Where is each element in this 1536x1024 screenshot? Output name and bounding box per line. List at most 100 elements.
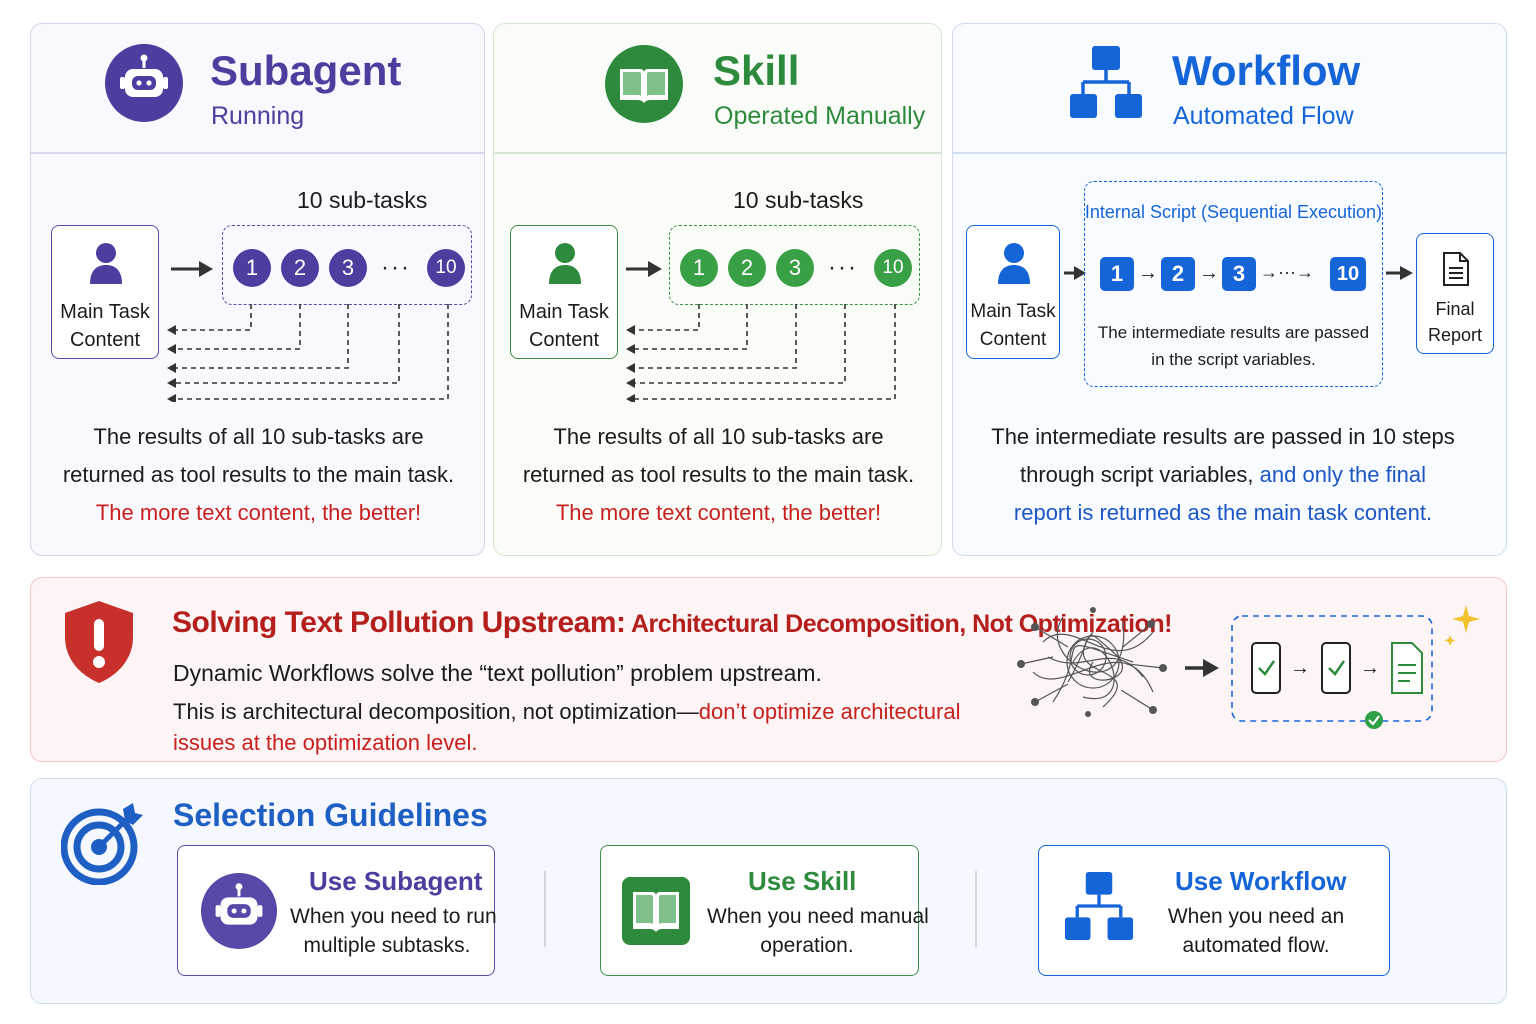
step-node: 10 — [1330, 257, 1366, 291]
book-icon — [605, 45, 683, 123]
user-icon — [998, 243, 1030, 284]
subtask-node: 10 — [874, 249, 912, 287]
skill-panel: Skill Operated Manually 10 sub-tasks Mai… — [493, 23, 942, 556]
workflow-panel: Workflow Automated Flow Main Task Conten… — [952, 23, 1507, 556]
text-pollution-banner: Solving Text Pollution Upstream: Archite… — [30, 577, 1507, 762]
step-node: 3 — [1222, 257, 1256, 291]
step-node: 2 — [1161, 257, 1195, 291]
main-task-label: Content — [69, 329, 141, 351]
banner-highlight: don’t optimize architectural — [698, 699, 961, 724]
selection-guidelines-panel: Selection Guidelines Use Subagent When y… — [30, 778, 1507, 1004]
final-report-label: Report — [1427, 325, 1483, 345]
subtask-node: 3 — [329, 249, 367, 287]
subtasks-label: 10 sub-tasks — [297, 187, 428, 213]
divider — [544, 871, 546, 947]
card-title: Use Subagent — [309, 866, 483, 896]
header-divider — [31, 152, 484, 154]
header-divider — [494, 152, 941, 154]
script-note-line: in the script variables. — [1151, 350, 1316, 369]
main-task-label: Main Task — [519, 301, 609, 323]
final-report-label: Final — [1435, 299, 1475, 319]
main-task-box: Main Task Content — [966, 225, 1060, 359]
arrow-icon: → — [1138, 262, 1158, 284]
svg-text:→: → — [1360, 657, 1380, 679]
guideline-card-skill: Use Skill When you need manual operation… — [600, 845, 929, 976]
return-arrows — [626, 304, 896, 402]
panel-title: Skill — [713, 47, 800, 94]
return-arrows — [167, 304, 449, 402]
shield-alert-icon — [65, 601, 133, 683]
clean-pipeline-icon: → → — [1231, 605, 1480, 729]
description-line: The results of all 10 sub-tasks are — [553, 424, 884, 449]
panel-subtitle: Running — [211, 102, 305, 130]
panel-description: The results of all 10 sub-tasks are retu… — [494, 418, 943, 532]
robot-icon — [105, 44, 183, 122]
arrow-right-icon — [626, 261, 662, 277]
book-icon — [622, 877, 690, 945]
banner-title: Solving Text Pollution Upstream: Archite… — [172, 606, 1172, 640]
guideline-card-subagent: Use Subagent When you need to run multip… — [177, 845, 497, 976]
card-description: When you need to run multiple subtasks. — [290, 902, 497, 960]
subtask-node: 2 — [728, 249, 766, 287]
card-description-line: multiple subtasks. — [303, 934, 471, 957]
arrow-right-icon — [1185, 659, 1219, 677]
description-line: returned as tool results to the main tas… — [62, 462, 455, 487]
script-label: Internal Script (Sequential Execution) — [1084, 202, 1383, 222]
card-description-line: When you need an — [1167, 905, 1345, 928]
highlight-text: The more text content, the better! — [555, 500, 882, 525]
header-divider — [953, 152, 1506, 154]
panel-subtitle: Operated Manually — [714, 102, 926, 130]
main-task-label: Content — [528, 329, 600, 351]
hierarchy-icon — [1064, 871, 1134, 941]
subtask-node: 2 — [281, 249, 319, 287]
card-description-line: operation. — [760, 934, 854, 957]
script-note-line: The intermediate results are passed — [1097, 323, 1370, 342]
document-icon — [1443, 252, 1469, 286]
main-task-box: Main Task Content — [510, 225, 618, 359]
main-task-label: Content — [979, 329, 1047, 350]
subtasks-group — [669, 225, 920, 305]
script-note: The intermediate results are passed in t… — [1084, 319, 1383, 373]
subagent-panel: Subagent Running 10 sub-tasks Main Task … — [30, 23, 485, 556]
banner-title-main: Solving Text Pollution Upstream: — [172, 606, 626, 639]
svg-text:→: → — [1290, 657, 1310, 679]
panel-title: Workflow — [1172, 47, 1361, 94]
banner-line: This is architectural decomposition, not… — [173, 699, 960, 725]
ellipsis: ··· — [828, 254, 858, 281]
panel-title: Subagent — [210, 47, 402, 94]
card-title: Use Workflow — [1175, 866, 1347, 896]
description-line: through script variables, — [1019, 462, 1260, 487]
card-description-line: When you need manual — [707, 905, 929, 928]
card-description: When you need an automated flow. — [1161, 902, 1351, 960]
internal-script-box — [1084, 181, 1383, 387]
banner-line: Dynamic Workflows solve the “text pollut… — [173, 660, 822, 686]
description-line: The intermediate results are passed in 1… — [991, 424, 1455, 449]
highlight-text: The more text content, the better! — [95, 500, 422, 525]
user-icon — [90, 243, 122, 284]
user-icon — [549, 243, 581, 284]
final-report-box: Final Report — [1416, 233, 1494, 354]
card-description: When you need manual operation. — [707, 902, 929, 960]
subtask-node: 1 — [680, 249, 718, 287]
highlight-text: and only the final — [1259, 462, 1426, 487]
subtask-node: 1 — [233, 249, 271, 287]
subtask-node: 3 — [776, 249, 814, 287]
step-node: 1 — [1100, 257, 1134, 291]
card-description-line: When you need to run — [290, 905, 497, 928]
panel-subtitle: Automated Flow — [1173, 102, 1354, 130]
description-line: returned as tool results to the main tas… — [522, 462, 915, 487]
subtasks-group — [222, 225, 472, 305]
ellipsis: ··· — [381, 254, 411, 281]
guidelines-title: Selection Guidelines — [173, 797, 488, 833]
ellipsis: →···→ — [1260, 262, 1314, 282]
subtask-node: 10 — [427, 249, 465, 287]
banner-highlight: issues at the optimization level. — [173, 730, 478, 755]
panel-description: The results of all 10 sub-tasks are retu… — [31, 418, 486, 532]
subtasks-label: 10 sub-tasks — [733, 187, 864, 213]
main-task-label: Main Task — [970, 301, 1056, 322]
arrow-icon: → — [1199, 262, 1219, 284]
divider — [975, 871, 977, 947]
card-description-line: automated flow. — [1182, 934, 1330, 957]
hierarchy-icon — [1070, 46, 1142, 118]
main-task-box: Main Task Content — [51, 225, 159, 359]
